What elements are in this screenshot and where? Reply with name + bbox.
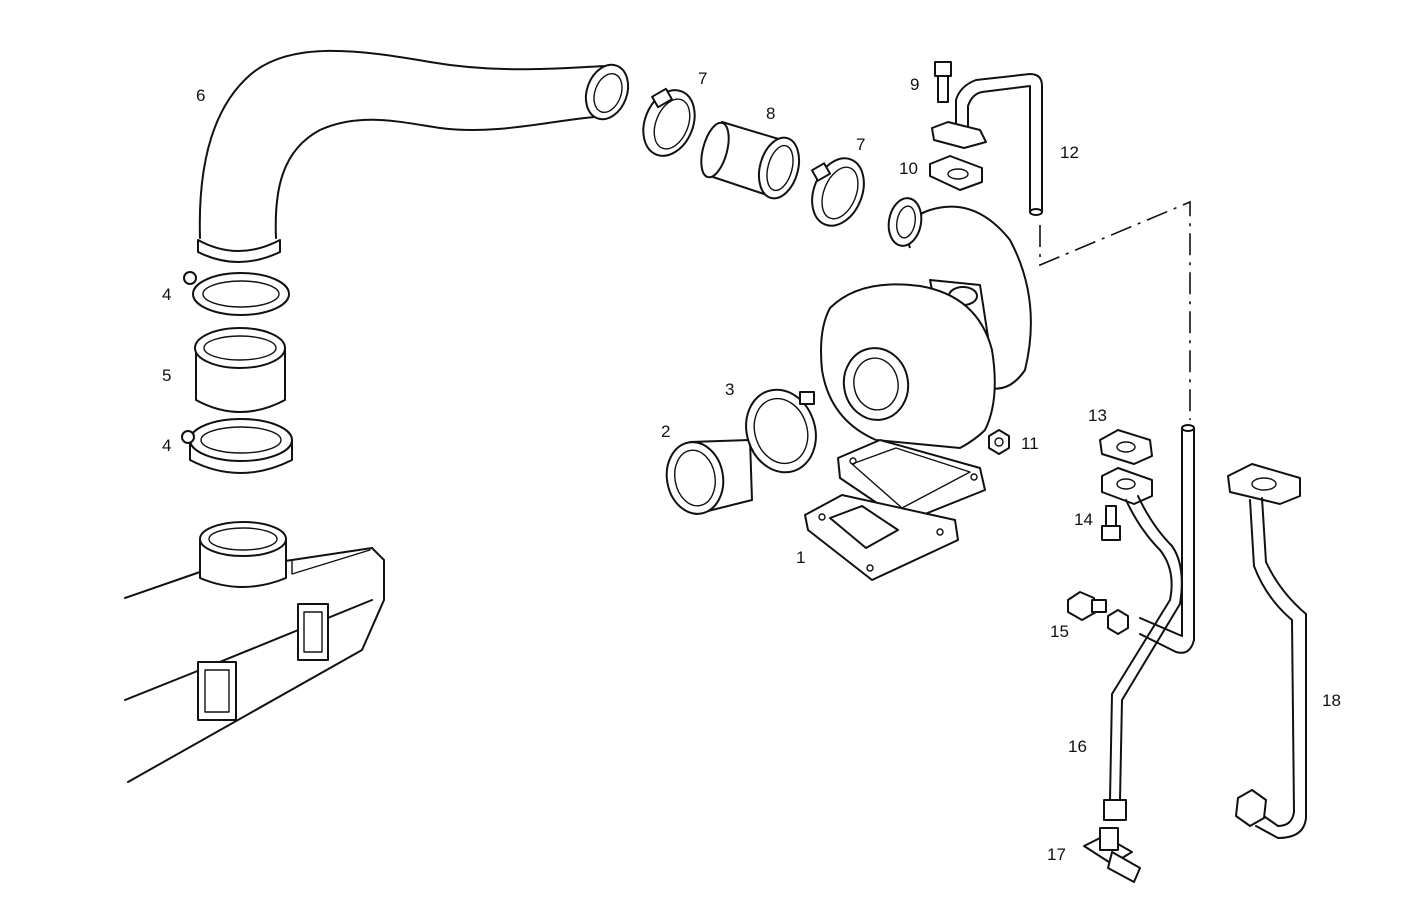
part-8-sleeve bbox=[700, 121, 801, 200]
label-4-lower: 4 bbox=[162, 436, 171, 455]
part-16-oil-feed-pipe bbox=[1101, 467, 1183, 821]
label-13: 13 bbox=[1088, 406, 1107, 425]
exhaust-manifold bbox=[124, 521, 385, 783]
part-10-gasket bbox=[929, 155, 983, 191]
label-12: 12 bbox=[1060, 143, 1079, 162]
part-14-bolt bbox=[1101, 505, 1121, 541]
label-10: 10 bbox=[899, 159, 918, 178]
part-6-intake-pipe bbox=[197, 49, 630, 263]
label-7-right: 7 bbox=[856, 135, 865, 154]
part-15-fitting bbox=[1067, 591, 1129, 635]
label-7-left: 7 bbox=[698, 69, 707, 88]
label-8: 8 bbox=[766, 104, 775, 123]
label-15: 15 bbox=[1050, 622, 1069, 641]
label-6: 6 bbox=[196, 86, 205, 105]
part-2-sleeve bbox=[665, 439, 753, 515]
part-7-clamp-left bbox=[642, 87, 696, 157]
label-9: 9 bbox=[910, 75, 919, 94]
part-1-turbocharger bbox=[804, 197, 1032, 581]
part-4-clamp-upper bbox=[183, 271, 290, 316]
part-11-nut bbox=[988, 429, 1010, 455]
part-18-pipe bbox=[1227, 463, 1307, 839]
part-9-bolt bbox=[934, 61, 952, 103]
part-12-drain-pipe bbox=[931, 73, 1043, 216]
label-17: 17 bbox=[1047, 845, 1066, 864]
part-4-clamp-lower bbox=[181, 418, 293, 474]
label-5: 5 bbox=[162, 366, 171, 385]
label-14: 14 bbox=[1074, 510, 1093, 529]
label-4-upper: 4 bbox=[162, 285, 171, 304]
part-labels: 1 2 3 4 4 5 6 7 7 8 9 10 11 12 13 14 15 … bbox=[162, 69, 1341, 864]
part-3-clamp bbox=[745, 388, 817, 474]
part-7-clamp-right bbox=[810, 157, 865, 227]
return-pipe bbox=[1139, 424, 1195, 654]
label-18: 18 bbox=[1322, 691, 1341, 710]
part-13-gasket bbox=[1099, 429, 1153, 465]
label-11: 11 bbox=[1021, 434, 1039, 453]
label-3: 3 bbox=[725, 380, 734, 399]
part-17-tee-fitting bbox=[1083, 827, 1141, 883]
label-1: 1 bbox=[796, 548, 805, 567]
label-16: 16 bbox=[1068, 737, 1087, 756]
part-5-sleeve bbox=[194, 327, 286, 413]
connection-line bbox=[1039, 200, 1191, 420]
label-2: 2 bbox=[661, 422, 670, 441]
